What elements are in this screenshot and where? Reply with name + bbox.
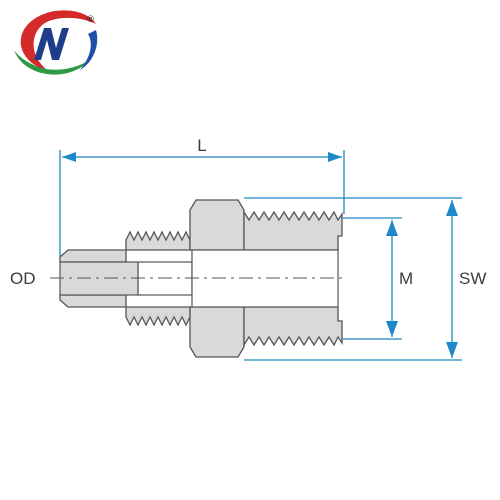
l-arrow-left (62, 152, 76, 162)
label-wrench-size: SW (459, 269, 486, 288)
label-outer-diameter: OD (10, 269, 36, 288)
logo-n-letter (34, 28, 69, 60)
tube-stub-lower (59, 294, 127, 308)
main-thread-bottom (243, 306, 343, 348)
logo-green-arc (14, 50, 92, 75)
tube-stub (59, 249, 127, 263)
registered-mark: ® (86, 15, 95, 25)
neck-thread-bottom (125, 306, 191, 327)
dimensions (59, 150, 462, 361)
fitting-body (59, 199, 343, 358)
neck-thread-top (125, 230, 191, 251)
main-thread-top (243, 209, 343, 251)
sw-arrow-bottom (446, 342, 458, 358)
hex-bottom (189, 306, 245, 358)
dimension-arrows (62, 152, 458, 358)
label-length: L (197, 136, 206, 155)
l-arrow-right (328, 152, 342, 162)
label-thread: M (399, 269, 413, 288)
hex-top (189, 199, 245, 251)
m-arrow-bottom (386, 321, 398, 337)
m-arrow-top (386, 220, 398, 236)
logo-red-arc (20, 10, 96, 73)
company-logo: ® (14, 10, 98, 75)
sw-arrow-top (446, 200, 458, 216)
logo-blue-swoosh (80, 30, 98, 70)
